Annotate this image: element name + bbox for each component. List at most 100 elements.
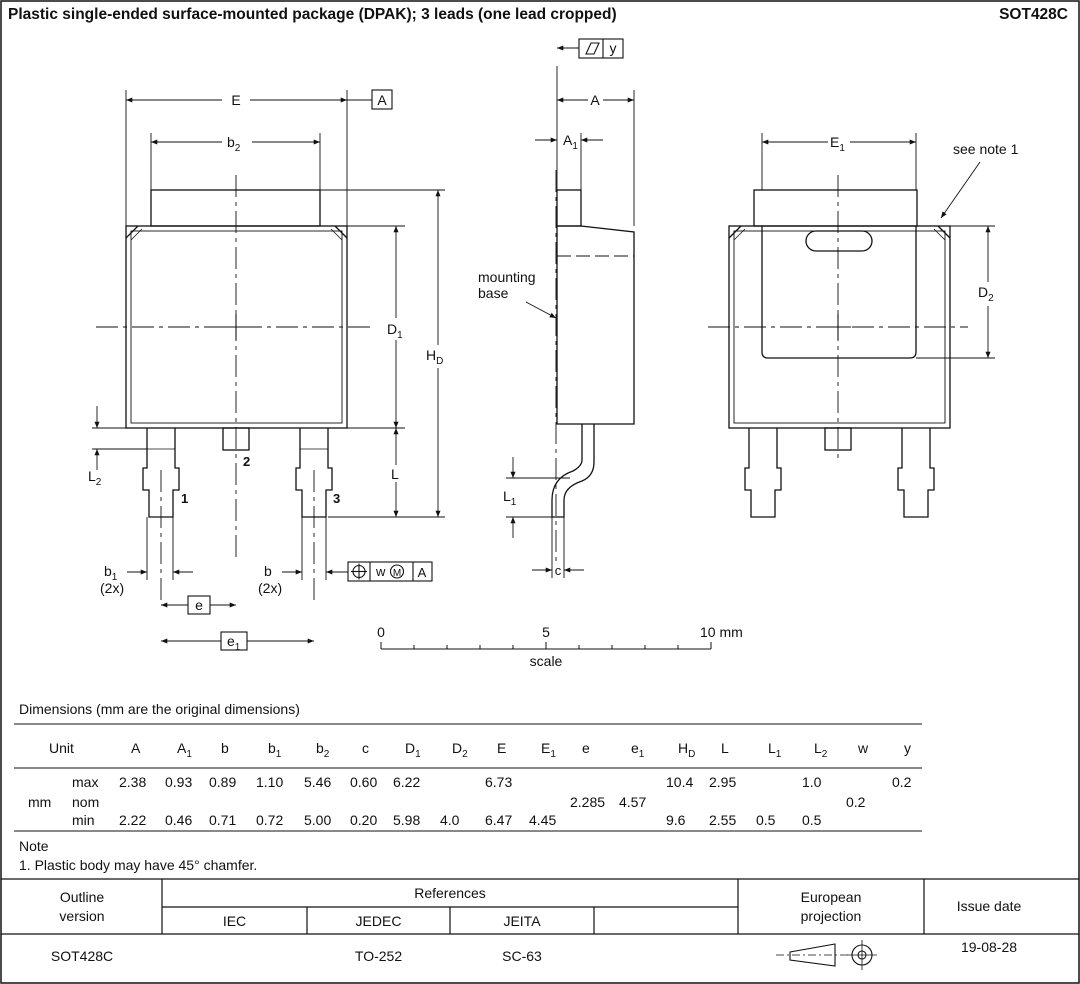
scale-5: 5	[542, 624, 550, 640]
col-header: L2	[814, 740, 827, 760]
value-max: 0.60	[350, 774, 378, 790]
dim-hd-label: HD	[426, 347, 443, 367]
dim-b-count: (2x)	[258, 580, 282, 596]
row-label-min: min	[72, 812, 95, 828]
dim-c-label: c	[555, 563, 562, 578]
dim-b2-label: b2	[227, 134, 241, 154]
dim-b1-label: b1	[104, 563, 118, 583]
value-max: 0.89	[209, 774, 237, 790]
value-min: 5.00	[304, 812, 332, 828]
mounting-label-1: mounting	[478, 269, 536, 285]
issue-date-header: Issue date	[956, 898, 1022, 914]
back-lead-1	[744, 428, 782, 518]
front-labels: E A b2 D1 HD L L2 1 2 3 b1 (2x) b (2x) e…	[88, 92, 443, 653]
iec-header: IEC	[222, 913, 247, 929]
e1-box	[220, 631, 248, 651]
dim-l2-sub: 2	[96, 477, 102, 488]
col-symbol: D	[452, 740, 463, 756]
side-body	[556, 225, 635, 425]
col-header: L1	[768, 740, 781, 760]
dim-l2-label: L2	[88, 468, 102, 488]
outline-label-2: version	[59, 908, 105, 924]
dim-e1-back-label: E1	[830, 134, 845, 154]
jedec-value: TO-252	[354, 948, 403, 964]
value-min: 0.20	[350, 812, 378, 828]
dim-d1-sym: D	[387, 321, 397, 337]
value-max: 2.38	[119, 774, 147, 790]
dim-b1-sym: b	[104, 563, 112, 579]
value-min: 9.6	[666, 812, 686, 828]
col-symbol: L	[814, 740, 822, 756]
col-symbol: e	[631, 740, 639, 756]
value-max: 10.4	[666, 774, 694, 790]
jeita-value: SC-63	[502, 948, 542, 964]
row-label-max: max	[72, 774, 99, 790]
mounting-slot	[805, 230, 873, 252]
references-header: References	[414, 885, 486, 901]
col-subscript: 1	[550, 748, 556, 760]
dim-b1-sub: 1	[112, 572, 118, 583]
front-view	[125, 189, 348, 518]
dim-d2-sub: 2	[988, 293, 994, 304]
col-header: c	[362, 740, 369, 760]
back-tab	[753, 189, 918, 227]
dim-a1-sym: A	[563, 132, 573, 148]
front-tab	[150, 189, 321, 227]
col-header: L	[721, 740, 729, 760]
value-nom: 0.2	[846, 794, 866, 810]
dimensions-caption: Dimensions (mm are the original dimensio…	[19, 701, 300, 717]
value-max: 6.22	[393, 774, 421, 790]
side-view	[551, 189, 635, 518]
back-view	[728, 189, 951, 518]
col-header: y	[904, 740, 911, 760]
dim-e1-label: e1	[227, 633, 241, 653]
outline-value: SOT428C	[50, 948, 114, 964]
side-lead	[551, 424, 595, 518]
heatsink-pad	[761, 226, 917, 359]
e-box	[187, 595, 211, 615]
dim-hd-sym: H	[426, 347, 436, 363]
datum-a-box	[371, 89, 393, 110]
col-symbol: w	[858, 740, 869, 756]
col-header: A	[131, 740, 140, 760]
value-max: 2.95	[709, 774, 737, 790]
european-projection-1: European	[800, 889, 862, 905]
col-header: e1	[631, 740, 644, 760]
col-header: A1	[177, 740, 192, 760]
back-labels: E1 D2 see note 1	[830, 134, 1019, 304]
unit-header: Unit	[49, 740, 74, 756]
col-subscript: 2	[462, 748, 468, 760]
dim-l1-label: L1	[503, 488, 517, 508]
col-subscript: 1	[186, 748, 192, 760]
col-subscript: 1	[415, 748, 421, 760]
value-min: 0.5	[756, 812, 776, 828]
dim-d1-sub: 1	[397, 330, 403, 341]
value-max: 0.93	[165, 774, 193, 790]
dim-d1-label: D1	[387, 321, 403, 341]
unit-value: mm	[28, 794, 52, 810]
dim-e1-sub: 1	[235, 642, 241, 653]
value-min: 4.45	[529, 812, 557, 828]
row-label-nom: nom	[72, 794, 100, 810]
dim-a1-sub: 1	[572, 141, 578, 152]
tolerance-m: M	[393, 568, 401, 579]
col-header: E1	[541, 740, 556, 760]
mounting-label-2: base	[478, 285, 509, 301]
note-text: 1. Plastic body may have 45° chamfer.	[19, 857, 258, 873]
see-note-label: see note 1	[953, 141, 1019, 157]
package-code: SOT428C	[999, 6, 1068, 23]
col-symbol: E	[541, 740, 551, 756]
jedec-header: JEDEC	[355, 913, 402, 929]
value-min: 4.0	[440, 812, 460, 828]
european-projection-2: projection	[800, 908, 862, 924]
dim-l1-sym: L	[503, 488, 511, 504]
package-title: Plastic single-ended surface-mounted pac…	[8, 6, 617, 23]
projection-symbol	[776, 940, 877, 970]
col-header: D2	[452, 740, 468, 760]
dim-e1-back-sym: E	[830, 134, 839, 150]
value-min: 0.71	[209, 812, 237, 828]
lead-3-number: 3	[333, 491, 340, 506]
jeita-header: JEITA	[503, 913, 541, 929]
